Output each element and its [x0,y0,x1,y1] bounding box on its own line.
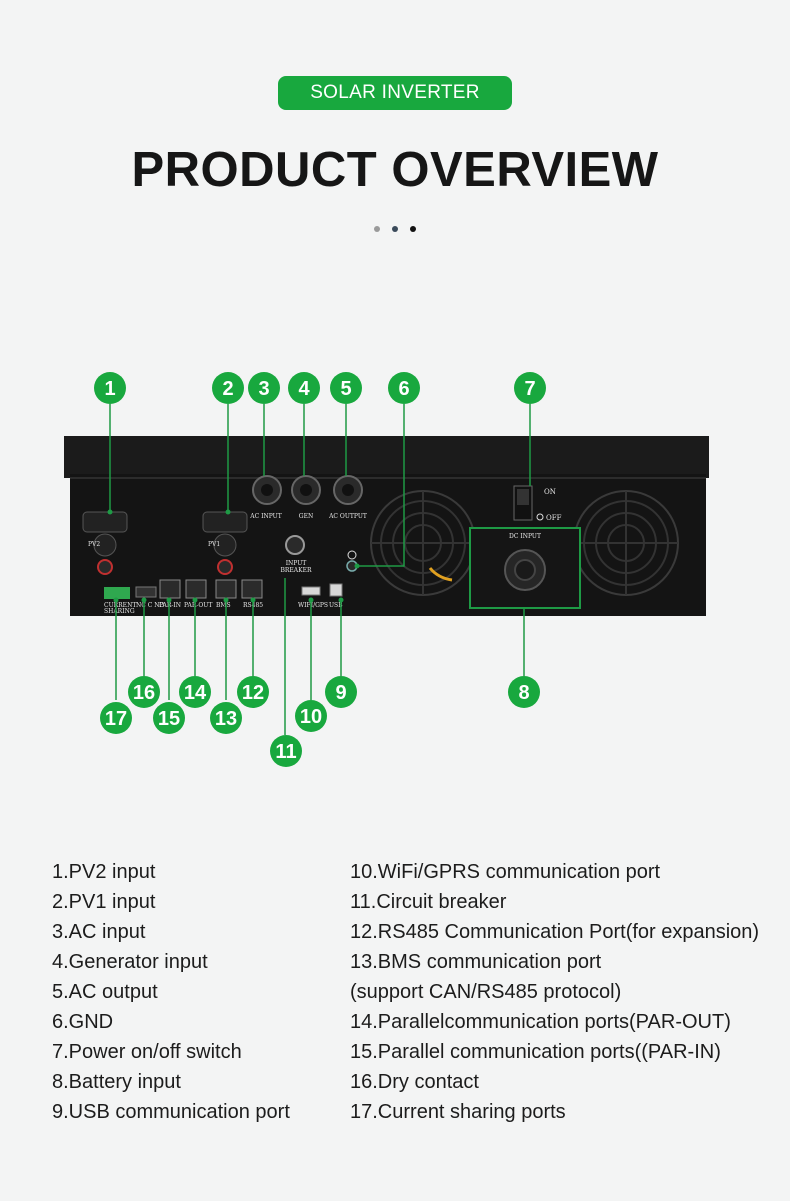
current-label: CURRENT [104,602,136,609]
svg-text:14: 14 [184,682,207,704]
svg-text:1: 1 [104,378,115,400]
legend-item: 11.Circuit breaker [350,891,507,913]
callout-16: 16 [128,676,160,708]
pv1-connector: PV1 [202,511,248,575]
callout-3: 3 [248,372,280,404]
legend-item: 16.Dry contact [350,1071,479,1093]
callout-14: 14 [179,676,211,708]
usb-port [329,583,343,597]
svg-text:4: 4 [298,378,310,400]
svg-text:2: 2 [222,378,233,400]
legend-item: 1.PV2 input [52,861,156,883]
par-out-label: PAR-OUT [184,602,212,609]
ac-input-label: AC INPUT [249,513,281,520]
svg-text:11: 11 [275,741,296,763]
legend-item: 2.PV1 input [52,891,156,913]
callout-2: 2 [212,372,244,404]
callout-9: 9 [325,676,357,708]
page-title: PRODUCT OVERVIEW [131,143,659,197]
legend-item: 3.AC input [52,921,146,943]
nc-c-no-label: NC C NO [136,602,164,609]
callout-13: 13 [210,702,242,734]
gen-connector: GEN [291,475,321,520]
svg-text:8: 8 [518,682,529,704]
legend-item: 15.Parallel communication ports((PAR-IN) [350,1041,721,1063]
svg-text:9: 9 [335,682,346,704]
inverter-top-lid [64,436,709,478]
svg-text:13: 13 [215,708,237,730]
svg-text:17: 17 [105,708,127,730]
legend-item: 10.WiFi/GPRS communication port [350,861,661,883]
ac-output-connector: AC OUTPUT [328,475,367,520]
inverter-diagram: DC INPUT ON OFF PV2 PV1 AC INPUT GEN AC … [64,372,709,767]
callout-7: 7 [514,372,546,404]
power-icon [536,513,544,521]
carousel-dot-3 [410,226,416,232]
input-breaker-label-2: BREAKER [280,567,312,574]
legend-right: 10.WiFi/GPRS communication port 11.Circu… [350,857,759,1127]
callout-5: 5 [330,372,362,404]
pv1-label: PV1 [208,541,220,548]
legend-item: (support CAN/RS485 protocol) [350,981,622,1003]
usb-label: USB [329,602,343,609]
callout-1: 1 [94,372,126,404]
svg-text:3: 3 [258,378,269,400]
pv2-connector: PV2 [82,511,128,575]
callout-6: 6 [388,372,420,404]
callout-10: 10 [295,700,327,732]
left-fan-icon [370,490,476,596]
legend-left: 1.PV2 input 2.PV1 input 3.AC input 4.Gen… [52,857,290,1127]
bms-label: BMS [216,602,231,609]
callout-12: 12 [237,676,269,708]
callout-8: 8 [508,676,540,708]
sharing-label: SHARING [104,608,135,615]
svg-text:5: 5 [340,378,351,400]
callout-11: 11 [270,735,302,767]
legend-item: 17.Current sharing ports [350,1101,566,1123]
legend-item: 12.RS485 Communication Port(for expansio… [350,921,760,943]
rs485-port [241,579,263,599]
legend-item: 7.Power on/off switch [52,1041,242,1063]
svg-text:16: 16 [133,682,155,704]
svg-text:12: 12 [242,682,264,704]
legend-item: 4.Generator input [52,951,208,973]
carousel-dot-2 [392,226,398,232]
dc-input-connector-icon [504,549,546,591]
legend-item: 13.BMS communication port [350,951,602,973]
bms-port [215,579,237,599]
right-fan-icon [573,490,679,596]
par-in-label: PAR-IN [159,602,181,609]
dry-contact-port [135,586,157,598]
legend-item: 6.GND [52,1011,114,1033]
ac-input-connector: AC INPUT [249,475,282,520]
solar-inverter-badge: SOLAR INVERTER [278,76,512,110]
switch-on-label: ON [544,488,556,496]
legend-item: 8.Battery input [52,1071,181,1093]
callout-17: 17 [100,702,132,734]
input-breaker-label: INPUT [286,560,307,567]
carousel-dots [370,226,422,234]
svg-text:7: 7 [524,378,535,400]
wifi-gps-port [301,586,321,596]
par-out-port [185,579,207,599]
legend-item: 9.USB communication port [52,1101,290,1123]
svg-text:10: 10 [300,706,322,728]
callout-4: 4 [288,372,320,404]
current-sharing-port [104,587,130,599]
wifi-gps-label: WIFI/GPS [298,602,328,609]
par-in-port [159,579,181,599]
carousel-dot-1 [374,226,380,232]
legend-item: 5.AC output [52,981,158,1003]
legend-item: 14.Parallelcommunication ports(PAR-OUT) [350,1011,731,1033]
switch-off-label: OFF [546,514,562,522]
gen-label: GEN [299,513,313,520]
callout-15: 15 [153,702,185,734]
pv2-label: PV2 [88,541,100,548]
ac-output-label: AC OUTPUT [328,513,367,520]
svg-text:15: 15 [158,708,180,730]
dc-input-label: DC INPUT [509,533,541,540]
input-breaker: INPUT BREAKER [280,535,312,574]
svg-text:6: 6 [398,378,409,400]
